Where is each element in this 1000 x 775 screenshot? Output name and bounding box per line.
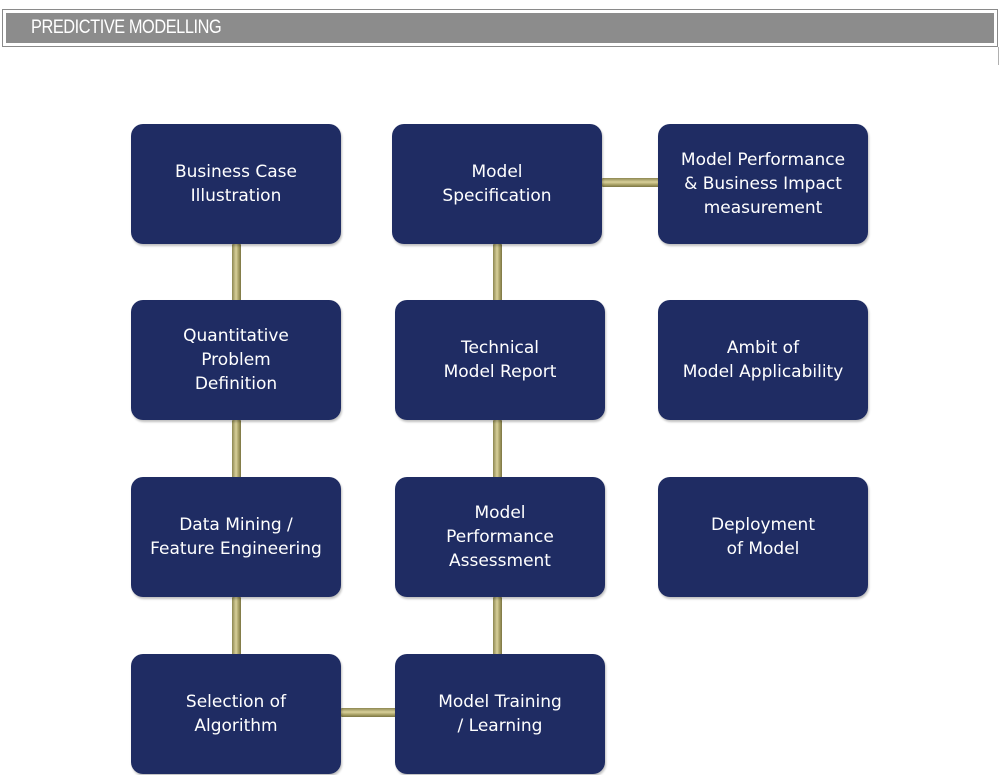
step-data-mining-feature-engineering: Data Mining / Feature Engineering (131, 477, 341, 597)
header-frame: PREDICTIVE MODELLING (2, 9, 998, 47)
step-model-specification: Model Specification (392, 124, 602, 244)
connector-data-mining-to-selection (232, 597, 241, 655)
connector-specification-to-impact (602, 178, 659, 187)
step-business-impact-measurement: Model Performance & Business Impact meas… (658, 124, 868, 244)
header-bar: PREDICTIVE MODELLING (6, 13, 994, 43)
step-selection-of-algorithm: Selection of Algorithm (131, 654, 341, 774)
connector-selection-to-training (341, 708, 396, 717)
step-quantitative-problem-definition: Quantitative Problem Definition (131, 300, 341, 420)
connector-problem-to-data-mining (232, 420, 241, 478)
step-model-performance-assessment: Model Performance Assessment (395, 477, 605, 597)
connector-training-to-assessment (493, 597, 502, 655)
header-divider (998, 47, 999, 65)
connector-assessment-to-report (493, 420, 502, 478)
page-title: PREDICTIVE MODELLING (31, 17, 222, 38)
step-deployment-of-model: Deployment of Model (658, 477, 868, 597)
connector-report-to-specification (493, 244, 502, 301)
step-technical-model-report: Technical Model Report (395, 300, 605, 420)
connector-business-case-to-problem (232, 244, 241, 301)
step-ambit-of-model-applicability: Ambit of Model Applicability (658, 300, 868, 420)
step-business-case-illustration: Business Case Illustration (131, 124, 341, 244)
step-model-training-learning: Model Training / Learning (395, 654, 605, 774)
